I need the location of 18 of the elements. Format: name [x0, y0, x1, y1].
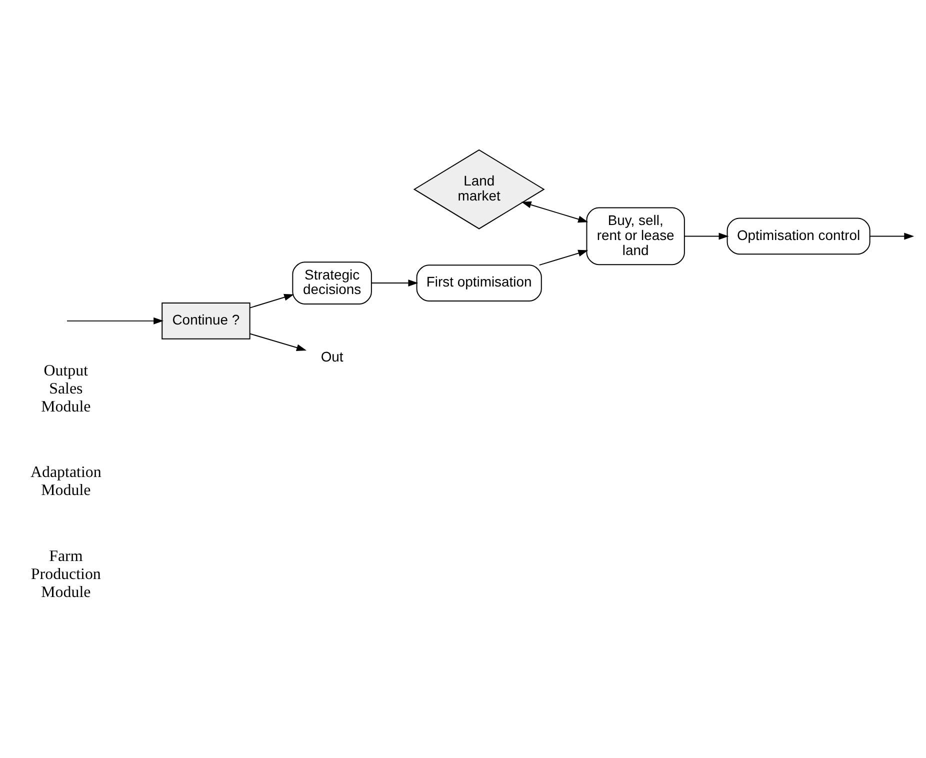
node-box: First optimisation	[416, 264, 542, 302]
label: Adaptation Module	[30, 464, 102, 500]
arrow	[521, 201, 588, 223]
arrow	[869, 232, 914, 240]
label: Farm Production Module	[30, 548, 101, 601]
arrow	[250, 333, 307, 352]
node-box: Optimisation control	[726, 218, 870, 255]
arrow	[66, 317, 164, 324]
node-box: Strategic decisions	[292, 262, 372, 304]
label: Output Sales Module	[41, 362, 91, 416]
node-text: Out	[320, 348, 344, 365]
node-box: Buy, sell, rent or lease land	[586, 207, 685, 266]
arrow	[250, 294, 294, 308]
arrow	[538, 250, 588, 266]
arrow	[371, 280, 418, 287]
node-box: Continue ?	[162, 302, 250, 340]
arrow	[684, 232, 729, 240]
node-diamond: Land market	[413, 149, 545, 230]
